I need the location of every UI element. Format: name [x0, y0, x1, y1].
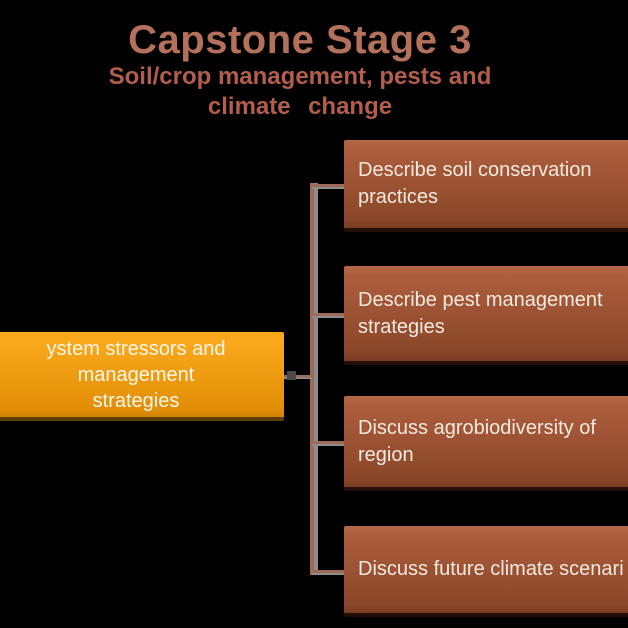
branch-node-label: Discuss agrobiodiversity of region	[358, 416, 596, 466]
root-node-label-line2: strategies	[92, 389, 180, 412]
branch-node-pest-management: Describe pest management strategies	[344, 266, 628, 365]
diagram-header: Capstone Stage 3 Soil/crop management, p…	[0, 0, 600, 122]
connector-trunk	[310, 183, 318, 575]
root-node: ystem stressors and management strategie…	[0, 332, 284, 421]
connector-branch-2	[312, 313, 344, 318]
diagram-subtitle-line2: climate change	[207, 93, 393, 120]
connector-branch-4	[312, 570, 344, 575]
branch-node-soil-conservation: Describe soil conservation practices	[344, 140, 628, 232]
branch-node-climate-scenarios: Discuss future climate scenarios	[344, 526, 628, 617]
root-node-label-line1: ystem stressors and management	[46, 337, 226, 386]
connector-branch-1	[312, 184, 344, 189]
branch-node-label: Discuss future climate scenarios	[358, 558, 624, 580]
diagram-subtitle: Soil/crop management, pests and climate …	[0, 62, 600, 122]
diagram-subtitle-line1: Soil/crop management, pests and	[108, 63, 492, 90]
branch-node-label: Describe pest management strategies	[358, 288, 603, 338]
connector-branch-3	[312, 441, 344, 446]
connector-root-nub	[287, 371, 296, 380]
diagram-title: Capstone Stage 3	[128, 18, 472, 62]
branch-node-label: Describe soil conservation practices	[358, 159, 592, 208]
branch-node-agrobiodiversity: Discuss agrobiodiversity of region	[344, 396, 628, 491]
connector-root	[284, 375, 312, 379]
